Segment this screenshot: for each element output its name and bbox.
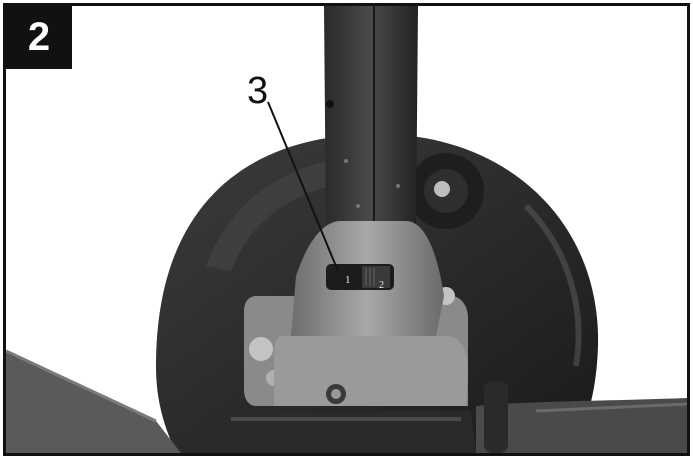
dial-mark-2: 2: [379, 280, 384, 291]
side-handle: [476, 381, 687, 453]
product-photo: 1 2: [6, 6, 687, 453]
adjustment-knob: [408, 153, 484, 229]
left-arm: [6, 349, 181, 453]
figure-number-badge: 2: [6, 6, 72, 69]
dial-mark-1: 1: [345, 274, 351, 286]
main-handle: [324, 6, 418, 246]
base-foot: [211, 384, 476, 453]
speed-dial: 1 2: [326, 264, 394, 291]
figure-frame: 1 2 2 3: [3, 3, 690, 456]
callout-label: 3: [247, 70, 269, 112]
callout-leader-line: [267, 101, 339, 272]
